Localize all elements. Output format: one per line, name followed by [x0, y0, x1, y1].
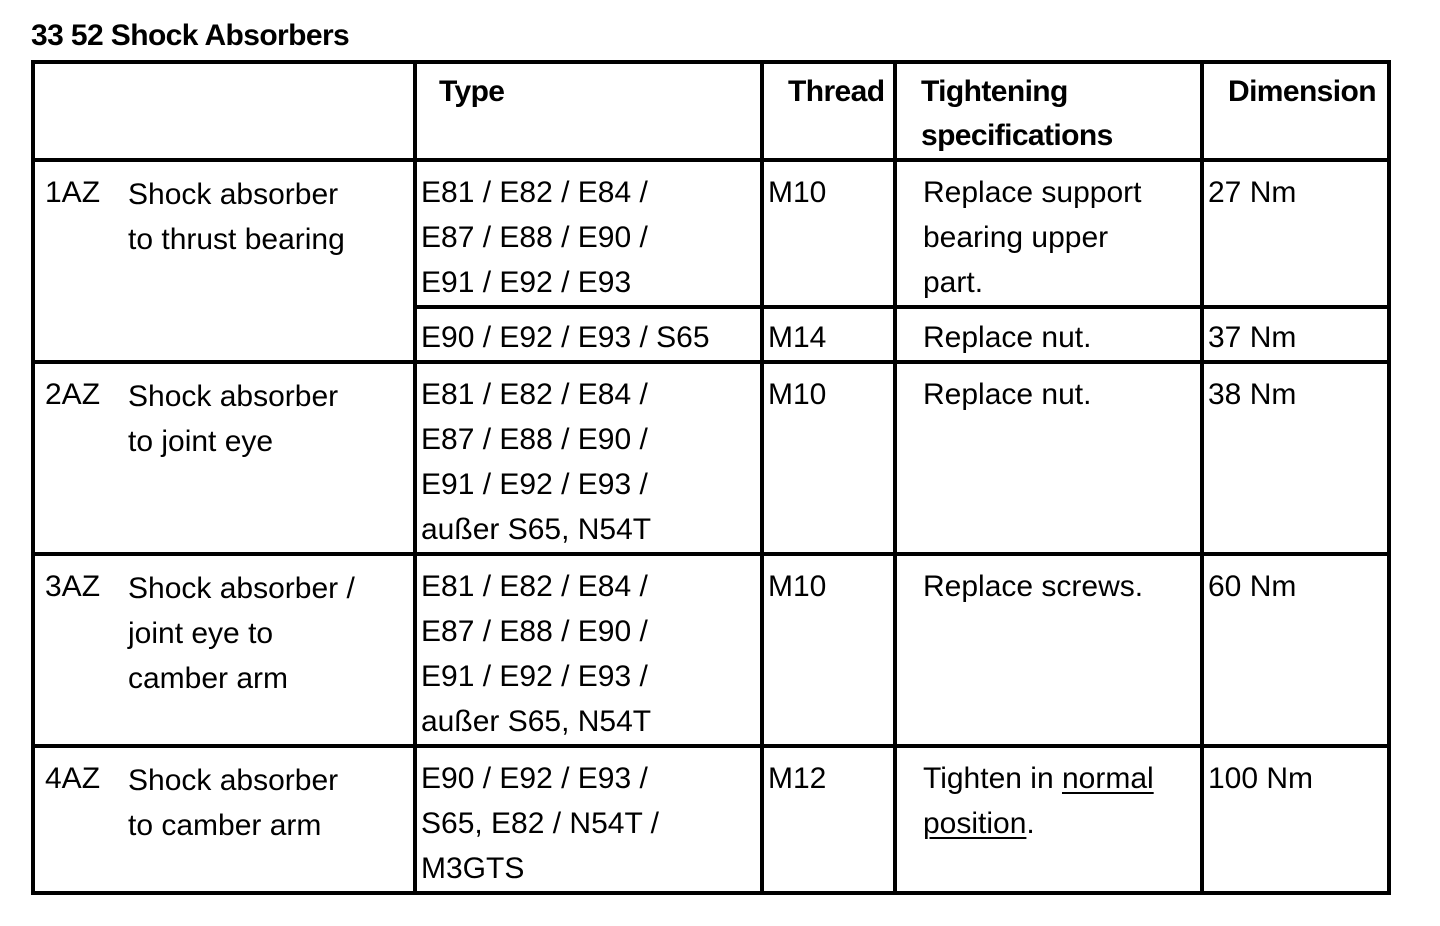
type-line: E90 / E92 / E93 /	[421, 762, 648, 795]
normal-position-link[interactable]: normal	[1061, 762, 1154, 795]
dimension-value: 37 Nm	[1208, 321, 1297, 354]
type-cell: E90 / E92 / E93 / S65, E82 / N54T / M3GT…	[413, 744, 764, 895]
header-tightening-line1: Tightening	[921, 75, 1068, 108]
row-description-cell: Shock absorber to thrust bearing	[118, 158, 417, 364]
row-description-line: Shock absorber	[128, 178, 339, 211]
type-cell: E81 / E82 / E84 / E87 / E88 / E90 / E91 …	[413, 552, 764, 748]
dimension-value: 38 Nm	[1208, 378, 1297, 411]
header-thread: Thread	[760, 60, 897, 162]
header-tightening: Tightening specifications	[893, 60, 1204, 162]
row-code: 1AZ	[45, 176, 101, 209]
type-line: E81 / E82 / E84 /	[421, 378, 648, 411]
row-description-line: to camber arm	[128, 809, 322, 842]
tightening-cell: Replace nut.	[893, 360, 1204, 556]
type-cell: E81 / E82 / E84 / E87 / E88 / E90 / E91 …	[413, 360, 764, 556]
type-line: außer S65, N54T	[421, 705, 652, 738]
row-description-line: Shock absorber /	[128, 572, 355, 605]
type-line: E91 / E92 / E93	[421, 266, 632, 299]
document-title: 33 52 Shock Absorbers	[31, 19, 350, 52]
tightening-line: Tighten in normal	[923, 756, 1200, 801]
table-row: 4AZ Shock absorber to camber arm E90 / E…	[31, 744, 1391, 895]
tightening-cell: Replace nut.	[893, 305, 1204, 364]
row-code-cell: 4AZ	[31, 744, 118, 895]
thread-cell: M10	[760, 552, 897, 748]
thread-value: M14	[768, 321, 827, 354]
row-description-line: to joint eye	[128, 425, 274, 458]
tightening-cell: Replace support bearing upper part.	[893, 158, 1204, 309]
type-line: E81 / E82 / E84 /	[421, 176, 648, 209]
table-row: E90 / E92 / E93 / S65 M14 Replace nut. 3…	[33, 305, 1391, 364]
type-line: S65, E82 / N54T /	[421, 807, 659, 840]
type-line: E91 / E92 / E93 /	[421, 660, 648, 693]
type-cell: E90 / E92 / E93 / S65	[413, 305, 764, 364]
row-code-cell: 2AZ	[31, 360, 118, 556]
header-type: Type	[413, 60, 764, 162]
row-description-line: to thrust bearing	[128, 223, 345, 256]
tightening-line: position.	[923, 801, 1200, 846]
dimension-cell: 27 Nm	[1200, 158, 1391, 309]
row-code: 2AZ	[45, 378, 101, 411]
type-line: M3GTS	[421, 852, 525, 885]
dimension-cell: 38 Nm	[1200, 360, 1391, 556]
thread-value: M10	[768, 570, 827, 603]
row-description-line: joint eye to	[128, 617, 274, 650]
thread-value: M10	[768, 176, 827, 209]
header-thread-label: Thread	[788, 75, 885, 108]
row-code: 3AZ	[45, 570, 101, 603]
table-row: 2AZ Shock absorber to joint eye E81 / E8…	[31, 360, 1391, 556]
type-line: E90 / E92 / E93 / S65	[421, 321, 710, 354]
row-description-cell: Shock absorber / joint eye to camber arm	[118, 552, 417, 748]
row-description-cell: Shock absorber to joint eye	[118, 360, 417, 556]
torque-spec-table: Type Thread Tightening specifications Di…	[31, 60, 1391, 895]
tightening-text: Tighten in	[923, 762, 1062, 795]
tightening-line: Replace nut.	[923, 378, 1092, 411]
thread-cell: M14	[760, 305, 897, 364]
header-dimension-label: Dimension	[1228, 75, 1377, 108]
table-header-row: Type Thread Tightening specifications Di…	[31, 60, 1391, 162]
row-code-cell: 3AZ	[31, 552, 118, 748]
thread-cell: M10	[760, 158, 897, 309]
dimension-cell: 60 Nm	[1200, 552, 1391, 748]
type-line: außer S65, N54T	[421, 513, 652, 546]
row-description-line: Shock absorber	[128, 764, 339, 797]
tightening-line: part.	[923, 266, 984, 299]
type-line: E87 / E88 / E90 /	[421, 423, 648, 456]
dimension-value: 60 Nm	[1208, 570, 1297, 603]
table-row: 1AZ Shock absorber to thrust bearing E81…	[31, 158, 1391, 364]
type-line: E87 / E88 / E90 /	[421, 615, 648, 648]
dimension-value: 100 Nm	[1208, 762, 1314, 795]
row-code: 4AZ	[45, 762, 101, 795]
thread-value: M10	[768, 378, 827, 411]
normal-position-link[interactable]: position	[923, 807, 1027, 840]
header-dimension: Dimension	[1200, 60, 1391, 162]
type-line: E91 / E92 / E93 /	[421, 468, 648, 501]
row-description-line: Shock absorber	[128, 380, 339, 413]
thread-cell: M10	[760, 360, 897, 556]
header-type-label: Type	[439, 75, 505, 108]
tightening-line: Replace screws.	[923, 570, 1144, 603]
tightening-line: Replace nut.	[923, 321, 1092, 354]
dimension-cell: 37 Nm	[1200, 305, 1391, 364]
table-row: 3AZ Shock absorber / joint eye to camber…	[31, 552, 1391, 748]
type-cell: E81 / E82 / E84 / E87 / E88 / E90 / E91 …	[413, 158, 764, 309]
type-line: E87 / E88 / E90 /	[421, 221, 648, 254]
row-description-cell: Shock absorber to camber arm	[118, 744, 417, 895]
dimension-cell: 100 Nm	[1200, 744, 1391, 895]
thread-value: M12	[768, 762, 827, 795]
row-code-cell: 1AZ	[31, 158, 118, 364]
header-blank-cell	[31, 60, 417, 162]
type-line: E81 / E82 / E84 /	[421, 570, 648, 603]
tightening-line: Replace support	[923, 176, 1142, 209]
dimension-value: 27 Nm	[1208, 176, 1297, 209]
tightening-line: bearing upper	[923, 221, 1109, 254]
tightening-cell: Tighten in normal position.	[893, 744, 1204, 895]
tightening-cell: Replace screws.	[893, 552, 1204, 748]
thread-cell: M12	[760, 744, 897, 895]
row-description-line: camber arm	[128, 662, 289, 695]
header-tightening-line2: specifications	[921, 119, 1113, 152]
tightening-text: .	[1026, 807, 1035, 840]
